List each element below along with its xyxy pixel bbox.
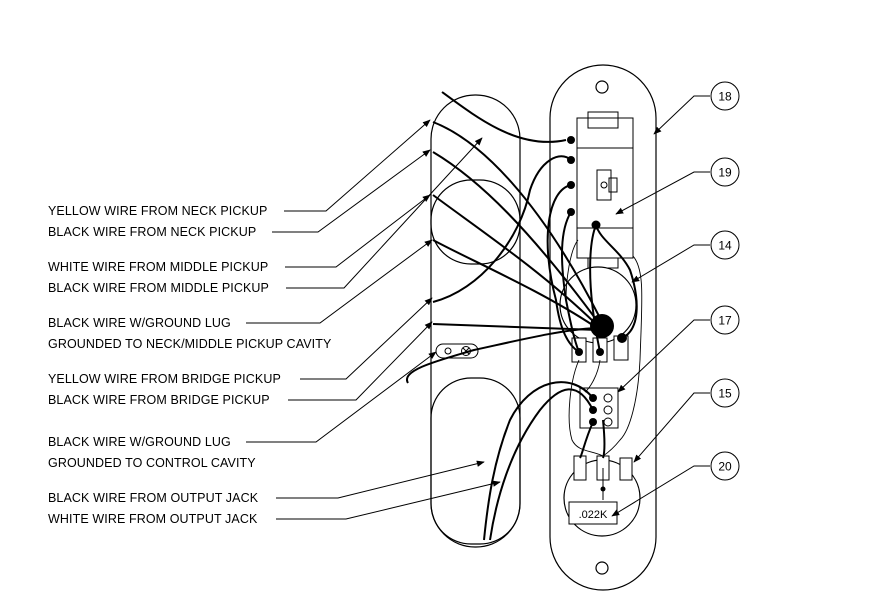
ground-lug-clamp: [435, 343, 479, 359]
wires: [405, 91, 638, 541]
callout-leaders: [611, 95, 710, 517]
label-black-neck: BLACK WIRE FROM NECK PICKUP: [48, 225, 257, 239]
callout-17-label: 17: [718, 314, 732, 328]
label-black-middle: BLACK WIRE FROM MIDDLE PICKUP: [48, 281, 269, 295]
label-ground-lug-1: BLACK WIRE W/GROUND LUG: [48, 316, 231, 330]
thin-wires: [565, 239, 643, 457]
label-ground-lug-2-detail: GROUNDED TO CONTROL CAVITY: [48, 456, 256, 470]
callout-18: 18: [710, 81, 740, 111]
callout-19-label: 19: [718, 166, 732, 180]
label-black-output: BLACK WIRE FROM OUTPUT JACK: [48, 491, 259, 505]
callout-20-label: 20: [718, 460, 732, 474]
label-black-bridge: BLACK WIRE FROM BRIDGE PICKUP: [48, 393, 270, 407]
capacitor: .022K: [568, 501, 618, 525]
label-yellow-neck: YELLOW WIRE FROM NECK PICKUP: [48, 204, 268, 218]
callout-19: 19: [710, 157, 740, 187]
leader-lines: [246, 119, 501, 520]
callout-20: 20: [710, 451, 740, 481]
capacitor-label: .022K: [579, 509, 608, 521]
callout-18-label: 18: [718, 90, 732, 104]
callout-14: 14: [710, 230, 740, 260]
label-ground-lug-1-detail: GROUNDED TO NECK/MIDDLE PICKUP CAVITY: [48, 337, 332, 351]
label-white-middle: WHITE WIRE FROM MIDDLE PICKUP: [48, 260, 269, 274]
selector-switch: [576, 111, 634, 269]
label-white-output: WHITE WIRE FROM OUTPUT JACK: [48, 512, 258, 526]
callout-15: 15: [710, 378, 740, 408]
terminal-block: [579, 387, 619, 429]
callout-17: 17: [710, 305, 740, 335]
switch-lugs: [567, 136, 601, 230]
label-yellow-bridge: YELLOW WIRE FROM BRIDGE PICKUP: [48, 372, 281, 386]
label-ground-lug-2: BLACK WIRE W/GROUND LUG: [48, 435, 231, 449]
callout-14-label: 14: [718, 239, 732, 253]
callout-15-label: 15: [718, 387, 732, 401]
pickup-body: [430, 94, 521, 548]
